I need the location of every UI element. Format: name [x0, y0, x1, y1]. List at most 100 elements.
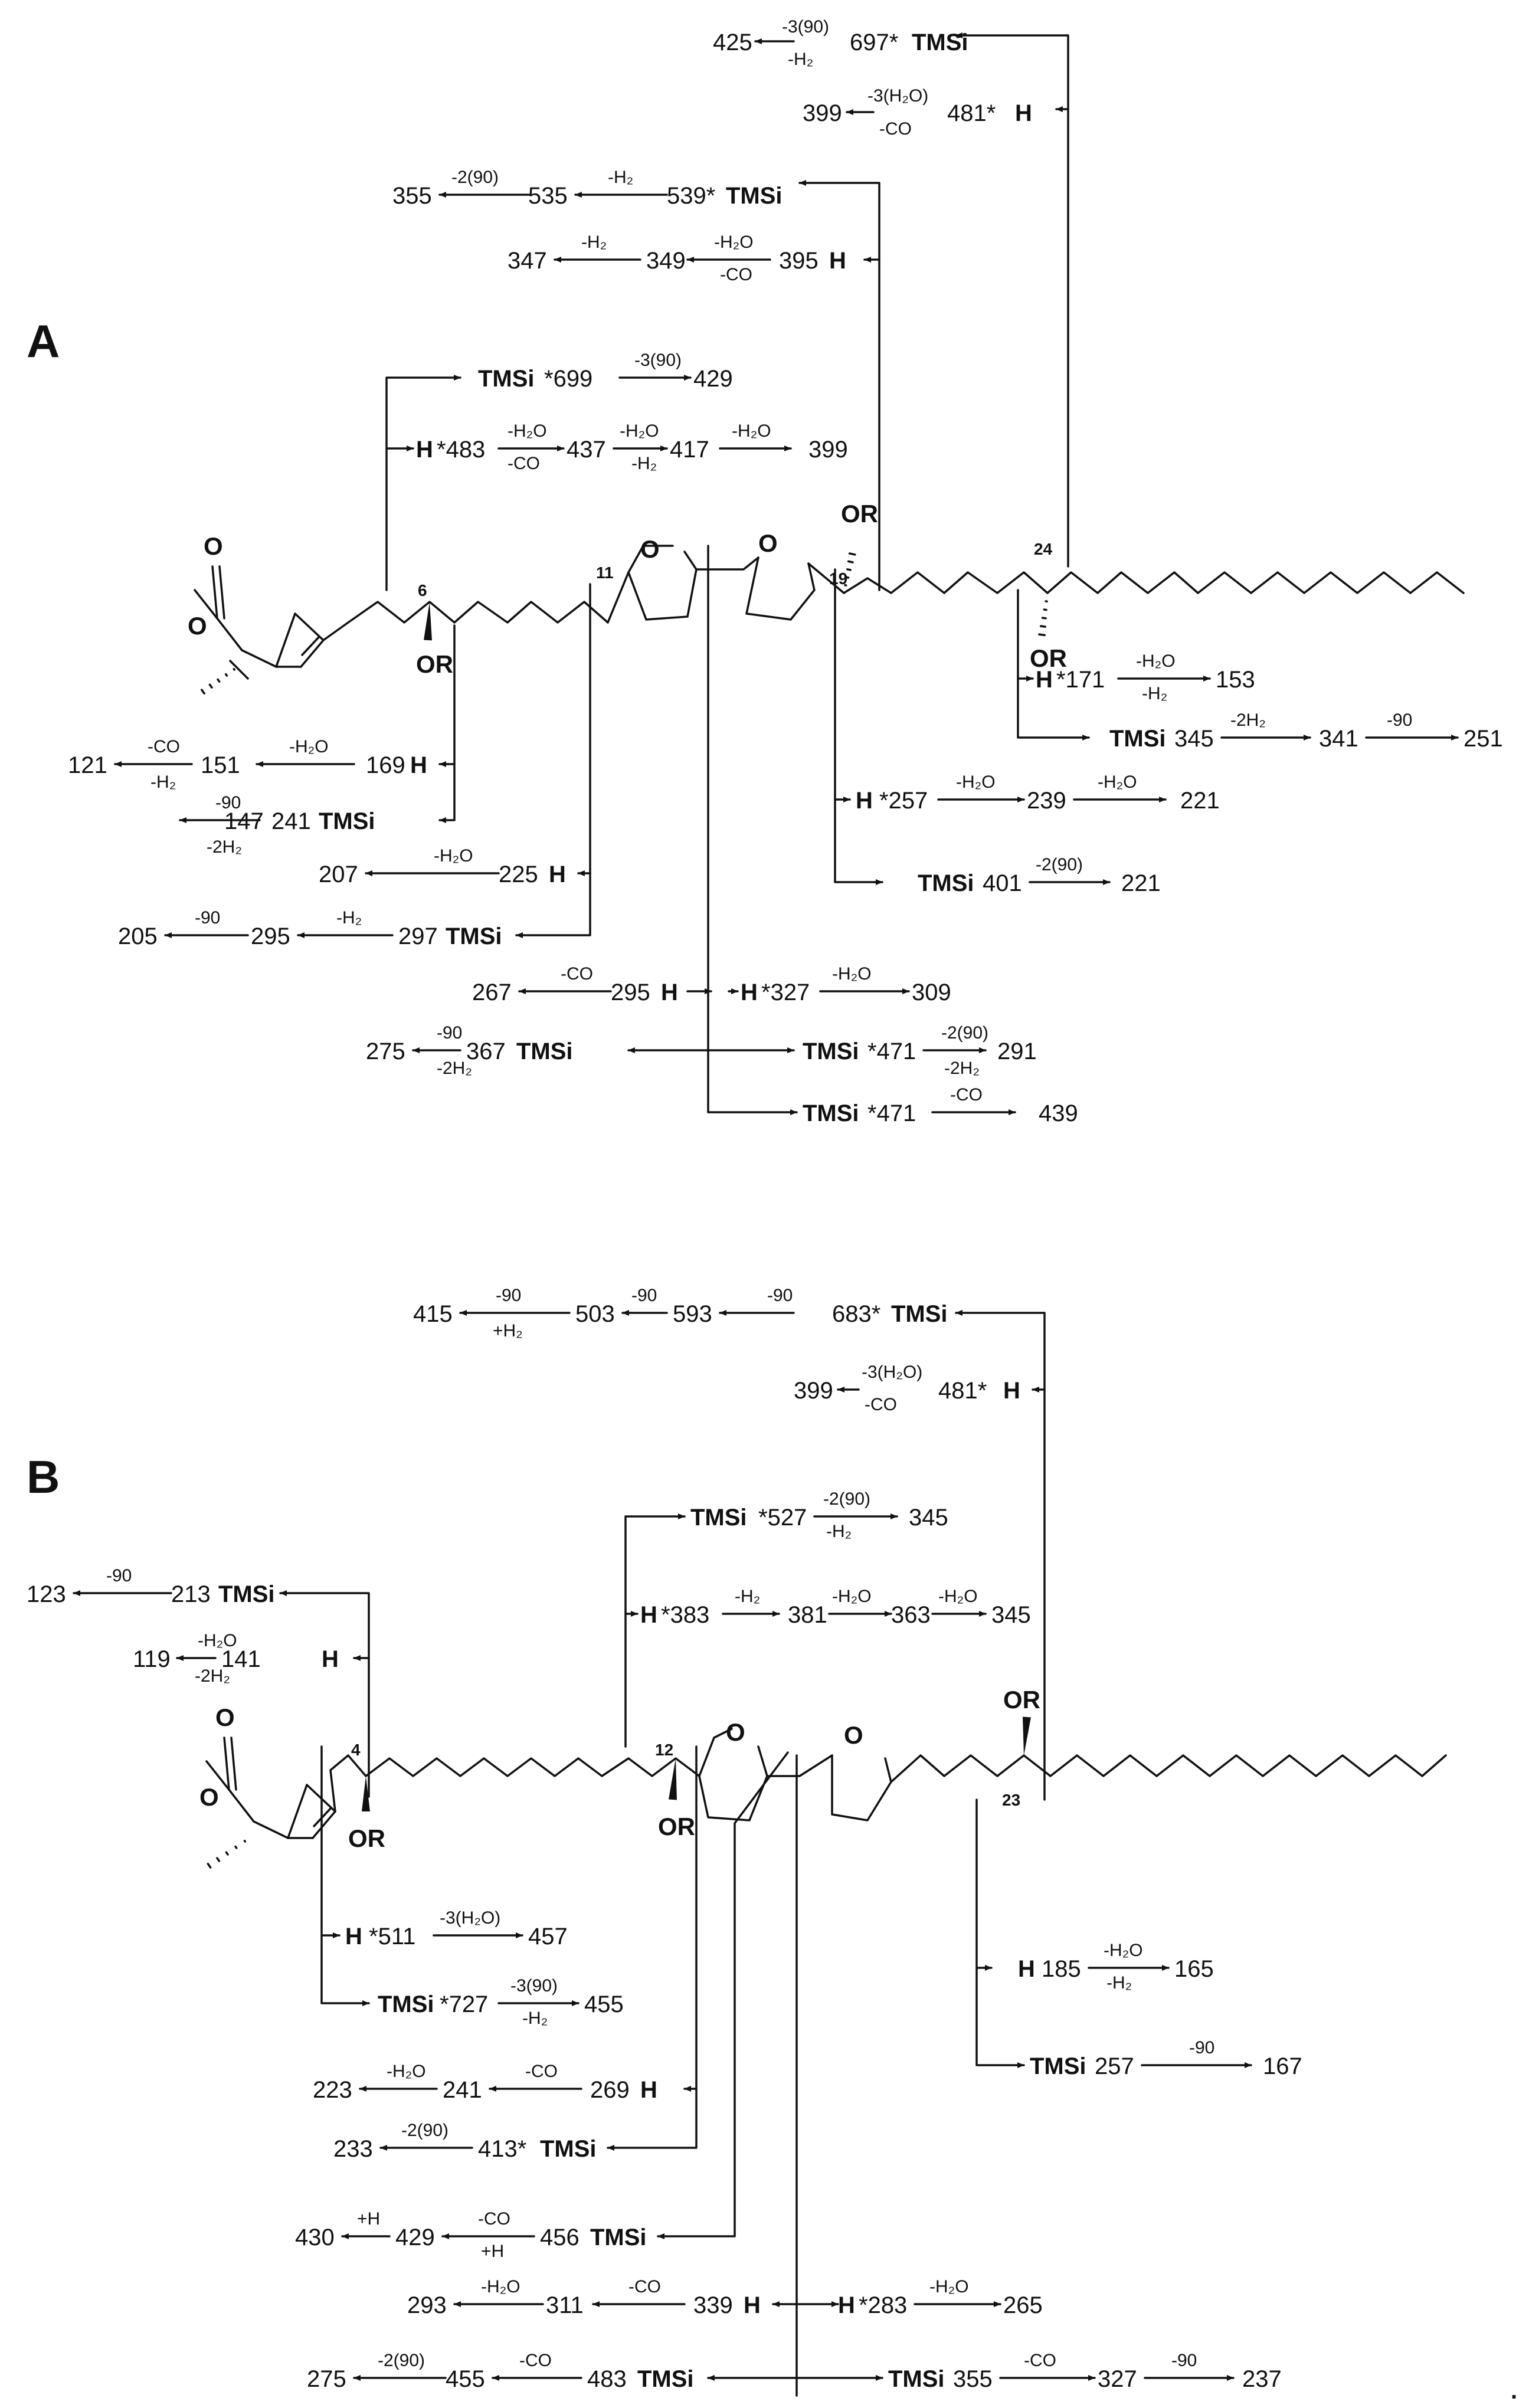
wedge-23: [1023, 1716, 1031, 1755]
bonds-and-arrows: [73, 32, 1465, 2397]
position-12: 12: [655, 1741, 673, 1759]
loss-label: -90: [437, 1023, 462, 1043]
h-tag: H: [1003, 1378, 1020, 1404]
lactone-ring-bond: [216, 617, 243, 651]
loss-label: +H₂: [493, 1321, 523, 1341]
loss-label: -H₂: [1142, 684, 1167, 703]
methyl-hash-a: [224, 673, 228, 677]
loss-label: -CO: [628, 2277, 661, 2296]
loss-label: -CO: [508, 454, 540, 473]
ring-oxygen-a: O: [188, 612, 207, 640]
tmsi-tag: TMSi: [1109, 726, 1166, 752]
loss-label: -CO: [950, 1085, 983, 1105]
mz-429: 429: [395, 2224, 435, 2250]
chain-b-right: [890, 1754, 1447, 1783]
wedge-12: [669, 1758, 677, 1800]
h-tag: H: [838, 2292, 855, 2318]
mz-225: 225: [499, 861, 538, 887]
thf-ring-a2: [745, 556, 816, 621]
loss-label: -H₂O: [434, 846, 473, 866]
h-tag: H: [661, 979, 678, 1005]
cleave-inner: [707, 545, 798, 1115]
cleave-24-upper: [955, 32, 1069, 568]
loss-label: -H₂O: [929, 2277, 969, 2296]
tmsi-tag: TMSi: [1030, 2053, 1086, 2079]
h-tag: H: [410, 752, 427, 778]
mz-213: 213: [171, 1581, 211, 1607]
mz-311: 311: [546, 2292, 584, 2318]
mz-727: *727: [440, 1991, 488, 2017]
hash-19: [848, 552, 856, 556]
tmsi-tag: TMSi: [516, 1038, 573, 1064]
thf-ring-a1: [627, 545, 674, 574]
lactone-ring-bond: [287, 1784, 308, 1839]
mz-171: *171: [1056, 667, 1105, 693]
loss-label: -90: [496, 1286, 521, 1305]
loss-label: -H₂: [826, 1522, 852, 1541]
loss-label: -H₂: [581, 232, 607, 252]
tmsi-tag: TMSi: [803, 1038, 859, 1064]
mz-205: 205: [118, 923, 158, 949]
cleave-4-upper: [279, 1590, 370, 1798]
loss-label: -2(90): [401, 2121, 448, 2140]
mz-269: 269: [590, 2077, 630, 2103]
lactone-double-bond: [301, 636, 320, 656]
mz-503: 503: [575, 1301, 615, 1327]
carbonyl-oxygen-a: O: [204, 532, 223, 560]
methyl-hash-b: [234, 1845, 238, 1849]
cleave-ring: [657, 1751, 789, 2239]
tmsi-tag: TMSi: [378, 1991, 434, 2017]
loss-label: -2(90): [1036, 855, 1083, 874]
mz-455: 455: [446, 2366, 485, 2392]
mz-237: 237: [1242, 2366, 1282, 2392]
loss-label: -3(90): [634, 350, 682, 370]
tmsi-tag: TMSi: [891, 1301, 948, 1327]
loss-label: -H₂O: [289, 737, 329, 756]
cleave-11-lower: [515, 583, 591, 938]
mz-593: 593: [673, 1301, 712, 1327]
thf-ring-a1: [627, 551, 698, 621]
ring-oxygen-b: O: [199, 1783, 219, 1811]
loss-label: -2(90): [941, 1023, 988, 1043]
tmsi-tag: TMSi: [446, 923, 502, 949]
cleave-19-upper: [798, 180, 880, 591]
mz-683: 683*: [832, 1301, 880, 1327]
carbonyl-bond: [230, 1737, 237, 1791]
mz-471: *471: [867, 1100, 916, 1126]
loss-label: -H₂O: [481, 2277, 520, 2296]
mz-151: 151: [201, 752, 240, 778]
loss-label: -H₂: [522, 2009, 548, 2028]
mz-153: 153: [1216, 667, 1255, 693]
mz-349: 349: [646, 248, 686, 274]
mz-511: *511: [369, 1924, 415, 1950]
mz-207: 207: [319, 861, 358, 887]
mz-381: 381: [788, 1602, 827, 1628]
tmsi-tag: TMSi: [803, 1100, 859, 1126]
cleave-19-lower: [834, 568, 883, 885]
loss-label: -H₂O: [1136, 651, 1176, 671]
loss-label: -CO: [478, 2209, 510, 2229]
thf-oxygen-b2: O: [844, 1721, 863, 1749]
tmsi-tag: TMSi: [888, 2366, 945, 2392]
cleave-6-lower: [438, 624, 456, 823]
loss-label: -3(90): [510, 1976, 558, 1996]
loss-label: -H₂O: [198, 1631, 237, 1650]
loss-label: -3(H₂O): [867, 86, 928, 106]
mz-437: 437: [567, 437, 606, 463]
mz-439: 439: [1039, 1100, 1078, 1126]
mz-327: 327: [1098, 2366, 1137, 2392]
mz-430: 430: [295, 2224, 335, 2250]
loss-label: -2(90): [378, 2351, 425, 2370]
lactone-ring-bond: [228, 1788, 255, 1823]
loss-label: -2(90): [823, 1489, 870, 1509]
or-24: OR: [1030, 644, 1067, 672]
thf-ring-b2: [831, 1754, 892, 1821]
methyl-hash-b: [216, 1857, 221, 1862]
mz-355: 355: [392, 183, 432, 209]
loss-label: -H₂O: [732, 421, 771, 441]
loss-label: -CO: [148, 737, 180, 756]
mz-223: 223: [313, 2077, 352, 2103]
loss-label: -2H₂: [207, 837, 242, 857]
lactone-ring-bond: [294, 612, 325, 641]
